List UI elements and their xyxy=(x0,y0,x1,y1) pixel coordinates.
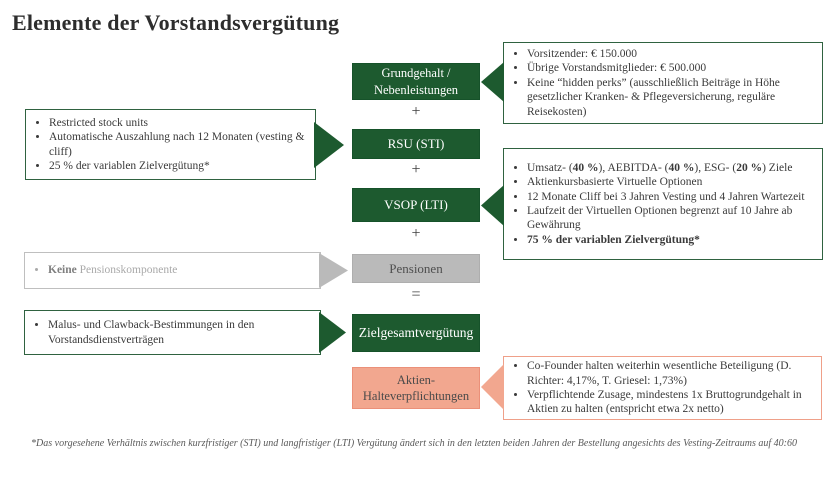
bullet-text-segment: ), AEBITDA- ( xyxy=(598,161,669,174)
callout-rsu: Restricted stock unitsAutomatische Ausza… xyxy=(25,109,316,180)
flow-box-aktien-halteverpflichtungen-label: Aktien- Halteverpflichtungen xyxy=(362,372,470,403)
callout-grundgehalt-pointer-arrow-icon xyxy=(481,62,504,102)
callout-grundgehalt: Vorsitzender: € 150.000Übrige Vorstandsm… xyxy=(503,42,823,124)
bullet-text-segment: Vorsitzender: € 150.000 xyxy=(527,48,637,61)
callout-pensionen-pointer-arrow-icon xyxy=(319,253,348,288)
bullet-item: Keine Pensionskomponente xyxy=(48,263,177,277)
callout-vsop-pointer-arrow-icon xyxy=(481,185,504,226)
flow-box-vsop-label: VSOP (LTI) xyxy=(384,197,448,212)
bullet-item: Co-Founder halten weiterhin wesentliche … xyxy=(527,359,813,388)
bullet-item: Malus- und Clawback-Bestimmungen in den … xyxy=(48,318,312,347)
callout-vsop: Umsatz- (40 %), AEBITDA- (40 %), ESG- (2… xyxy=(503,148,823,260)
equals-operator: = xyxy=(411,286,421,303)
bullet-text-segment: Keine “hidden perks” (ausschließlich Bei… xyxy=(527,76,780,118)
flow-box-grundgehalt: Grundgehalt / Nebenleistungen xyxy=(352,63,480,100)
bullet-text-segment: 40 % xyxy=(572,161,599,174)
flow-box-zielgesamtverguetung: Zielgesamtvergütung xyxy=(352,314,480,352)
bullet-text-segment: Malus- und Clawback-Bestimmungen in den … xyxy=(48,319,255,346)
flow-box-zielgesamtverguetung-label: Zielgesamtvergütung xyxy=(358,325,474,340)
bullet-item: Aktienkursbasierte Virtuelle Optionen xyxy=(527,175,814,189)
flow-box-rsu-label: RSU (STI) xyxy=(387,136,445,151)
bullet-item: Laufzeit der Virtuellen Optionen begrenz… xyxy=(527,204,814,233)
bullet-text-segment: Übrige Vorstandsmitglieder: € 500.000 xyxy=(527,62,707,75)
bullet-item: Restricted stock units xyxy=(49,116,307,130)
bullet-item: 75 % der variablen Zielvergütung* xyxy=(527,233,814,247)
callout-aktien-pointer-arrow-icon xyxy=(481,364,504,410)
bullet-text-segment: Co-Founder halten weiterhin wesentliche … xyxy=(527,360,792,387)
flow-box-pensionen-label: Pensionen xyxy=(389,260,443,276)
bullet-text-segment: Verpflichtende Zusage, mindestens 1x Bru… xyxy=(527,389,802,416)
bullet-item: Vorsitzender: € 150.000 xyxy=(527,47,814,61)
callout-grundgehalt-bullet-list: Vorsitzender: € 150.000Übrige Vorstandsm… xyxy=(512,47,814,119)
bullet-text-segment: Pensionskomponente xyxy=(76,264,178,277)
bullet-item: Automatische Auszahlung nach 12 Monaten … xyxy=(49,130,307,159)
bullet-item: Umsatz- (40 %), AEBITDA- (40 %), ESG- (2… xyxy=(527,161,814,175)
plus-operator-1: + xyxy=(411,103,421,120)
callout-rsu-pointer-arrow-icon xyxy=(314,122,344,168)
bullet-item: Keine “hidden perks” (ausschließlich Bei… xyxy=(527,76,814,119)
flow-box-rsu: RSU (STI) xyxy=(352,129,480,159)
bullet-text-segment: Umsatz- ( xyxy=(527,161,573,174)
flow-box-aktien-halteverpflichtungen: Aktien- Halteverpflichtungen xyxy=(352,367,480,409)
bullet-text-segment: 75 % der variablen Zielvergütung* xyxy=(527,233,700,246)
bullet-text-segment: Restricted stock units xyxy=(49,116,149,129)
footnote: *Das vorgesehene Verhältnis zwischen kur… xyxy=(31,438,797,449)
callout-malus-pointer-arrow-icon xyxy=(319,312,346,353)
plus-operator-3: + xyxy=(411,225,421,242)
bullet-text-segment: ), ESG- ( xyxy=(694,161,737,174)
callout-malus-bullet-list: Malus- und Clawback-Bestimmungen in den … xyxy=(33,318,312,347)
bullet-text-segment: Aktienkursbasierte Virtuelle Optionen xyxy=(527,176,703,189)
callout-rsu-bullet-list: Restricted stock unitsAutomatische Ausza… xyxy=(34,116,307,174)
bullet-item: 12 Monate Cliff bei 3 Jahren Vesting und… xyxy=(527,190,814,204)
callout-pensionen: Keine Pensionskomponente xyxy=(24,252,321,289)
bullet-text-segment: 40 % xyxy=(668,161,695,174)
bullet-text-segment: Keine xyxy=(48,264,77,277)
slide-title: Elemente der Vorstandsvergütung xyxy=(12,10,340,35)
bullet-text-segment: 20 % xyxy=(736,161,763,174)
callout-aktien: Co-Founder halten weiterhin wesentliche … xyxy=(503,356,822,420)
bullet-text-segment: ) Ziele xyxy=(762,161,793,174)
flow-box-grundgehalt-label: Grundgehalt / Nebenleistungen xyxy=(373,66,458,97)
bullet-text-segment: Laufzeit der Virtuellen Optionen begrenz… xyxy=(527,205,793,232)
callout-pensionen-bullet-list: Keine Pensionskomponente xyxy=(33,263,177,277)
bullet-text-segment: 12 Monate Cliff bei 3 Jahren Vesting und… xyxy=(527,190,805,203)
callout-malus-clawback: Malus- und Clawback-Bestimmungen in den … xyxy=(24,310,321,355)
plus-operator-2: + xyxy=(411,161,421,178)
callout-aktien-bullet-list: Co-Founder halten weiterhin wesentliche … xyxy=(512,359,813,417)
bullet-item: 25 % der variablen Zielvergütung* xyxy=(49,159,307,173)
bullet-item: Übrige Vorstandsmitglieder: € 500.000 xyxy=(527,61,814,75)
bullet-text-segment: Automatische Auszahlung nach 12 Monaten … xyxy=(49,131,305,158)
bullet-item: Verpflichtende Zusage, mindestens 1x Bru… xyxy=(527,388,813,417)
callout-vsop-bullet-list: Umsatz- (40 %), AEBITDA- (40 %), ESG- (2… xyxy=(512,161,814,247)
flow-box-vsop: VSOP (LTI) xyxy=(352,188,480,222)
flow-box-pensionen: Pensionen xyxy=(352,254,480,283)
bullet-text-segment: 25 % der variablen Zielvergütung* xyxy=(49,159,210,172)
